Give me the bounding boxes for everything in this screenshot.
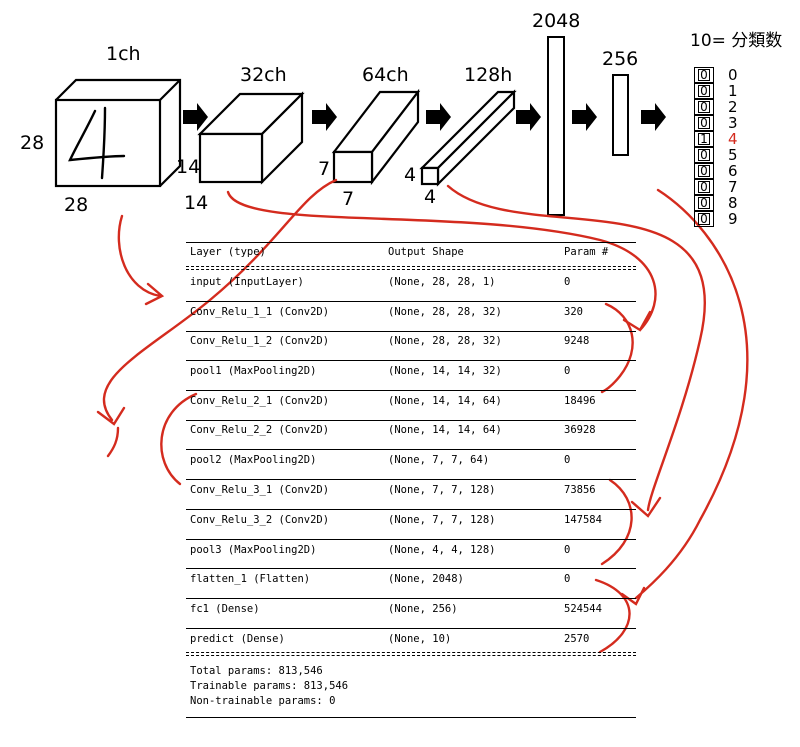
output-cell: 0	[694, 147, 714, 163]
row-separator	[186, 539, 636, 540]
param-totals: Total params: 813,546 Trainable params: …	[190, 664, 348, 709]
table-end-rule	[186, 717, 636, 718]
class-labels: 0 1 2 3 4 5 6 7 8 9	[728, 67, 738, 227]
conv-block-3-cuboid	[419, 89, 517, 187]
output-cell: 0	[694, 211, 714, 227]
flatten-bar	[547, 36, 565, 216]
output-cell: 0	[694, 179, 714, 195]
block2-width-label: 7	[342, 188, 355, 210]
input-height-label: 28	[20, 132, 45, 154]
flow-arrow-2	[312, 103, 337, 131]
output-cell: 0	[694, 115, 714, 131]
row-separator	[186, 628, 636, 629]
output-cell: 0	[694, 195, 714, 211]
row-separator	[186, 568, 636, 569]
block2-channels-label: 64ch	[362, 64, 409, 86]
flow-arrow-6	[641, 103, 666, 131]
block1-channels-label: 32ch	[240, 64, 287, 86]
class-label: 0	[728, 66, 738, 84]
flow-arrow-1	[183, 103, 208, 131]
class-label: 6	[728, 162, 738, 180]
output-cell: 0	[694, 163, 714, 179]
output-cell: 0	[694, 83, 714, 99]
class-label: 3	[728, 114, 738, 132]
trainable-params: Trainable params: 813,546	[190, 680, 349, 692]
output-cell: 0	[694, 67, 714, 83]
header-output-shape: Output Shape	[388, 246, 464, 258]
output-cell: 1	[694, 131, 714, 147]
header-separator	[186, 266, 636, 270]
row-separator	[186, 479, 636, 480]
row-separator	[186, 331, 636, 332]
row-separator	[186, 301, 636, 302]
row-separator	[186, 390, 636, 391]
output-vector: 0 0 0 0 1 0 0 0 0 0	[694, 67, 714, 227]
red-brace-conv1	[600, 302, 634, 394]
flow-arrow-5	[572, 103, 597, 131]
red-arrow-input	[117, 214, 165, 306]
flow-arrows	[183, 103, 666, 131]
conv-block-1-cuboid	[197, 91, 305, 185]
input-width-label: 28	[64, 194, 89, 216]
block3-channels-label: 128h	[464, 64, 513, 86]
row-separator	[186, 509, 636, 510]
header-layer: Layer (type)	[190, 246, 266, 258]
red-arrow-block2	[96, 178, 338, 458]
table-bottom-separator	[186, 652, 636, 656]
class-label: 8	[728, 194, 738, 212]
total-params: Total params: 813,546	[190, 665, 323, 677]
output-cell: 0	[694, 99, 714, 115]
conv-block-2-cuboid	[331, 88, 421, 186]
mapping-arrows	[96, 178, 749, 654]
class-label: 1	[728, 82, 738, 100]
class-label-highlighted: 4	[728, 130, 738, 148]
block3-width-label: 4	[424, 186, 437, 208]
class-label: 2	[728, 98, 738, 116]
block1-height-label: 14	[176, 156, 201, 178]
red-arrow-block3	[446, 184, 707, 518]
block3-height-label: 4	[404, 164, 417, 186]
block1-width-label: 14	[184, 192, 209, 214]
handwritten-digit-4	[68, 106, 126, 180]
red-brace-dense	[594, 578, 631, 654]
header-params: Param #	[564, 246, 609, 258]
row-separator	[186, 449, 636, 450]
class-label: 5	[728, 146, 738, 164]
input-channels-label: 1ch	[106, 43, 141, 65]
output-classes-title: 10= 分類数	[690, 31, 783, 51]
red-arrow-flatten	[620, 188, 749, 606]
row-separator	[186, 360, 636, 361]
dense-size-label: 256	[602, 48, 639, 70]
row-separator	[186, 420, 636, 421]
flow-arrow-4	[516, 103, 541, 131]
flow-arrow-3	[426, 103, 451, 131]
row-separator	[186, 598, 636, 599]
red-brace-conv2	[160, 392, 198, 486]
non-trainable-params: Non-trainable params: 0	[190, 695, 336, 707]
class-label: 9	[728, 210, 738, 228]
input-cube	[54, 78, 182, 188]
class-label: 7	[728, 178, 738, 196]
dense-bar	[612, 74, 629, 156]
block2-height-label: 7	[318, 158, 331, 180]
flatten-size-label: 2048	[532, 10, 581, 32]
red-brace-conv3	[600, 478, 633, 566]
table-top-rule	[186, 242, 636, 243]
